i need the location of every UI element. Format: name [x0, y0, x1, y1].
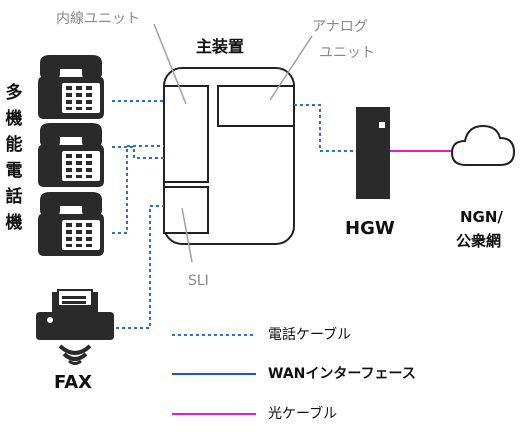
line-unit-pointer — [153, 23, 187, 105]
analog-unit-label-2: ユニット — [319, 45, 375, 61]
line-unit-label: 内線ユニット — [56, 11, 140, 27]
multifunction-phone-label: 多 機 能 電 話 機 — [5, 83, 23, 233]
line-unit-slot — [163, 85, 209, 183]
multifunction-phone-1 — [38, 55, 104, 119]
phone-cable-2 — [112, 146, 164, 159]
ngn-label-2: 公衆網 — [456, 232, 502, 250]
multifunction-phone-2 — [38, 123, 104, 187]
main-unit-label: 主装置 — [196, 37, 245, 56]
analog-unit-label-1: アナログ — [312, 19, 368, 35]
hgw-label: HGW — [345, 218, 395, 239]
legend-fiber-label: 光ケーブル — [268, 406, 338, 422]
analog-unit-pointer — [269, 35, 313, 101]
multifunction-phone-3 — [38, 192, 104, 256]
sli-pointer — [181, 207, 193, 263]
legend-phone-cable-label: 電話ケーブル — [268, 327, 352, 343]
hgw-device — [356, 107, 390, 199]
fax-cable — [116, 205, 164, 329]
analog-unit-slot — [217, 85, 295, 127]
fax-label: FAX — [54, 372, 93, 393]
ngn-label-1: NGN/ — [460, 208, 503, 226]
analog-to-hgw-cable — [294, 104, 354, 152]
sli-label: SLI — [188, 273, 209, 289]
cloud-icon — [450, 124, 516, 166]
phone-cable-3 — [112, 145, 164, 234]
sli-unit-slot — [163, 186, 209, 234]
fax-machine — [36, 289, 114, 365]
legend-wan-label: WANインターフェース — [268, 366, 416, 382]
